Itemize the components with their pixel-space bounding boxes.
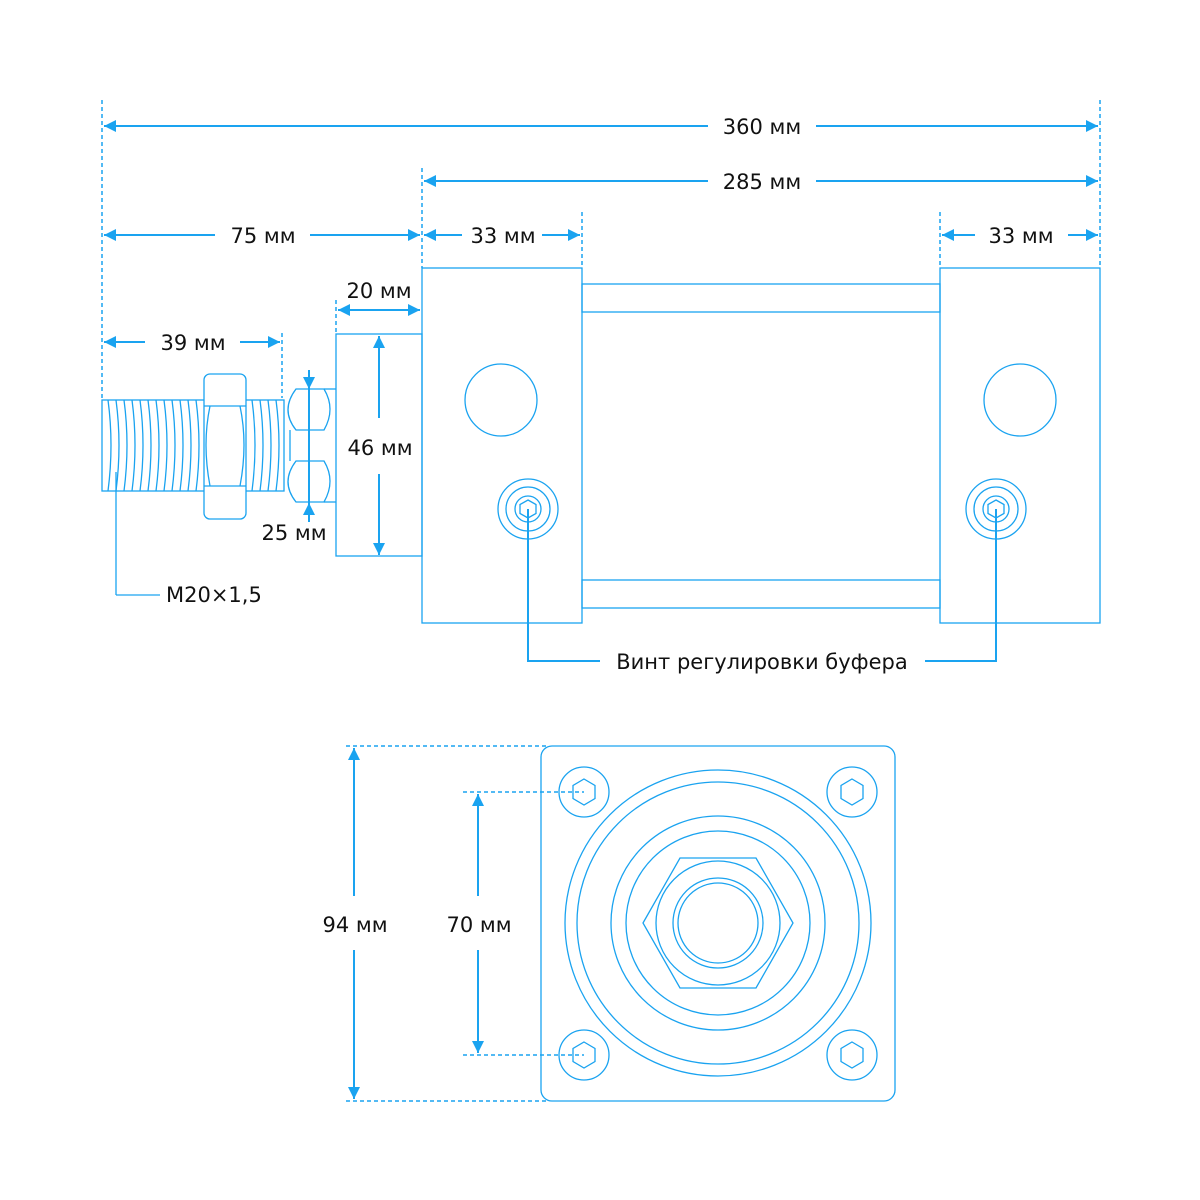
dim-label-70: 70 мм (446, 913, 511, 937)
threaded-rod: M20×1,5 (101, 399, 285, 607)
dim-label-94: 94 мм (322, 913, 387, 937)
dim-label-360: 360 мм (723, 115, 801, 139)
dimension-285: 285 мм (424, 170, 1098, 194)
rod-end-nut (287, 388, 336, 503)
dim-label-46: 46 мм (347, 436, 412, 460)
dimension-33-left: 33 мм (424, 224, 580, 248)
dim-label-33-right: 33 мм (988, 224, 1053, 248)
port-right (983, 363, 1057, 437)
dimension-20: 20 мм (338, 279, 420, 316)
dimension-75: 75 мм (104, 224, 420, 248)
extension-lines (101, 100, 1101, 398)
dim-label-285: 285 мм (723, 170, 801, 194)
buffer-screw-label: Винт регулировки буфера (616, 650, 908, 674)
dim-label-20: 20 мм (346, 279, 411, 303)
buffer-leader-lines (527, 509, 997, 662)
dim-label-39: 39 мм (160, 331, 225, 355)
cylinder-body: Винт регулировки буфера (421, 267, 1101, 674)
dim-label-75: 75 мм (230, 224, 295, 248)
dimension-360: 360 мм (104, 115, 1098, 139)
tie-rod-top (581, 283, 941, 313)
thread-spec-label: M20×1,5 (166, 583, 262, 607)
dimension-25: 25 мм (261, 370, 327, 545)
rear-cap (939, 267, 1101, 624)
dimension-39: 39 мм (104, 331, 280, 355)
dimension-46: 46 мм (347, 336, 413, 555)
dim-label-33-left: 33 мм (470, 224, 535, 248)
dimension-70: 70 мм (446, 794, 512, 1053)
bolt-holes (558, 766, 878, 1081)
tie-rod-bottom (581, 579, 941, 609)
port-left (464, 363, 538, 437)
end-view (346, 745, 896, 1102)
dim-label-25: 25 мм (261, 521, 326, 545)
dimension-33-right: 33 мм (942, 224, 1098, 248)
dimension-94: 94 мм (322, 748, 388, 1099)
lock-nut (203, 373, 247, 520)
front-cap (421, 267, 583, 624)
